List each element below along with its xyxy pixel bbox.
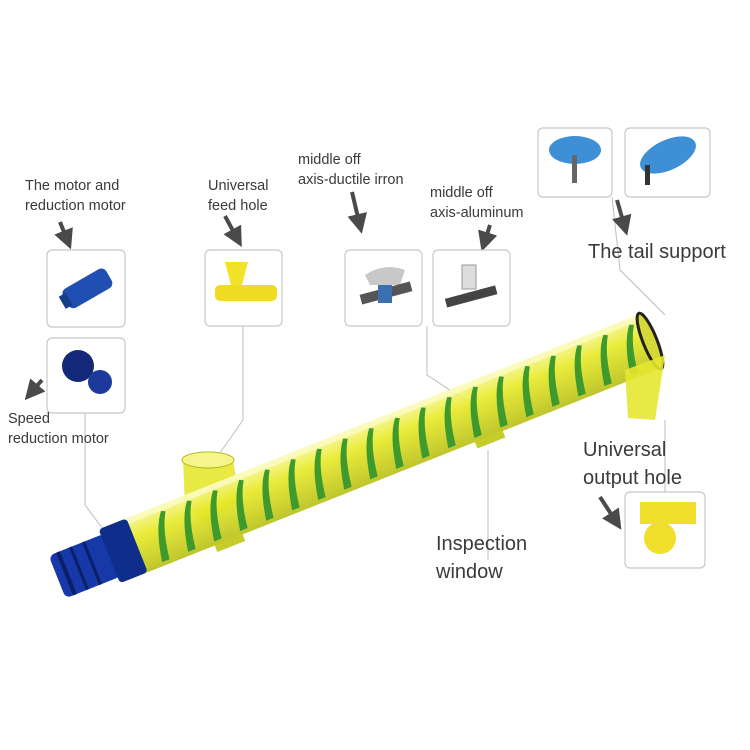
screw-flight bbox=[418, 407, 430, 459]
label-inspection-line2: window bbox=[436, 561, 503, 583]
screw-flight bbox=[262, 469, 274, 521]
label-ductile: middle off axis-ductile irron bbox=[298, 151, 404, 190]
label-speed-motor: Speed reduction motor bbox=[8, 410, 109, 449]
screw-flight bbox=[626, 324, 638, 376]
label-aluminum-line2: axis-aluminum bbox=[430, 204, 524, 221]
label-tail-support: The tail support bbox=[588, 241, 726, 263]
screw-flight bbox=[470, 386, 482, 438]
screw-flight bbox=[574, 345, 586, 397]
screw-flight bbox=[366, 428, 378, 480]
label-aluminum-line1: middle off bbox=[430, 185, 493, 201]
screw-flight bbox=[210, 490, 222, 542]
screw-flight bbox=[236, 479, 248, 532]
label-inspection-line1: Inspection bbox=[436, 533, 528, 555]
tail-support-picture-2 bbox=[640, 136, 696, 185]
label-ductile-line2: axis-ductile irron bbox=[298, 171, 404, 188]
screw-flight bbox=[184, 500, 196, 552]
output-hole-picture bbox=[640, 502, 696, 554]
label-output-line2: output hole bbox=[583, 467, 682, 489]
aluminum-bearing-picture bbox=[444, 264, 498, 308]
label-inspection-window: Inspection window bbox=[436, 530, 527, 586]
label-aluminum: middle off axis-aluminum bbox=[430, 184, 523, 223]
label-motor: The motor and reduction motor bbox=[25, 177, 126, 216]
label-feed-line1: Universal bbox=[208, 178, 269, 194]
ductile-bearing-picture bbox=[359, 266, 413, 305]
motor-picture bbox=[58, 268, 113, 309]
screw-flights bbox=[158, 324, 638, 563]
label-feed-line2: feed hole bbox=[208, 197, 268, 214]
label-output-hole: Universal output hole bbox=[583, 436, 682, 492]
screw-flight bbox=[444, 397, 456, 449]
pointer-arrows bbox=[24, 191, 632, 530]
speed-motor-picture bbox=[62, 350, 112, 394]
conveyor-tube bbox=[50, 311, 665, 597]
label-output-line1: Universal bbox=[583, 439, 667, 461]
screw-flight bbox=[496, 376, 508, 428]
screw-flight bbox=[340, 438, 352, 490]
label-speed-line2: reduction motor bbox=[8, 430, 109, 447]
screw-flight bbox=[158, 510, 170, 563]
label-ductile-line1: middle off bbox=[298, 152, 361, 168]
screw-flight bbox=[522, 365, 534, 418]
label-speed-line1: Speed bbox=[8, 411, 50, 427]
screw-flight bbox=[314, 448, 326, 501]
screw-flight bbox=[392, 417, 404, 469]
screw-flight bbox=[288, 459, 300, 511]
label-motor-line1: The motor and bbox=[25, 178, 120, 194]
tail-support-picture-1 bbox=[549, 136, 601, 183]
label-feed-hole: Universal feed hole bbox=[208, 177, 268, 216]
drive-motor bbox=[50, 519, 147, 597]
screw-flight bbox=[548, 355, 560, 407]
screw-flight bbox=[600, 334, 612, 387]
feed-hole-picture bbox=[215, 262, 277, 301]
output-spout bbox=[625, 355, 665, 420]
label-motor-line2: reduction motor bbox=[25, 197, 126, 214]
